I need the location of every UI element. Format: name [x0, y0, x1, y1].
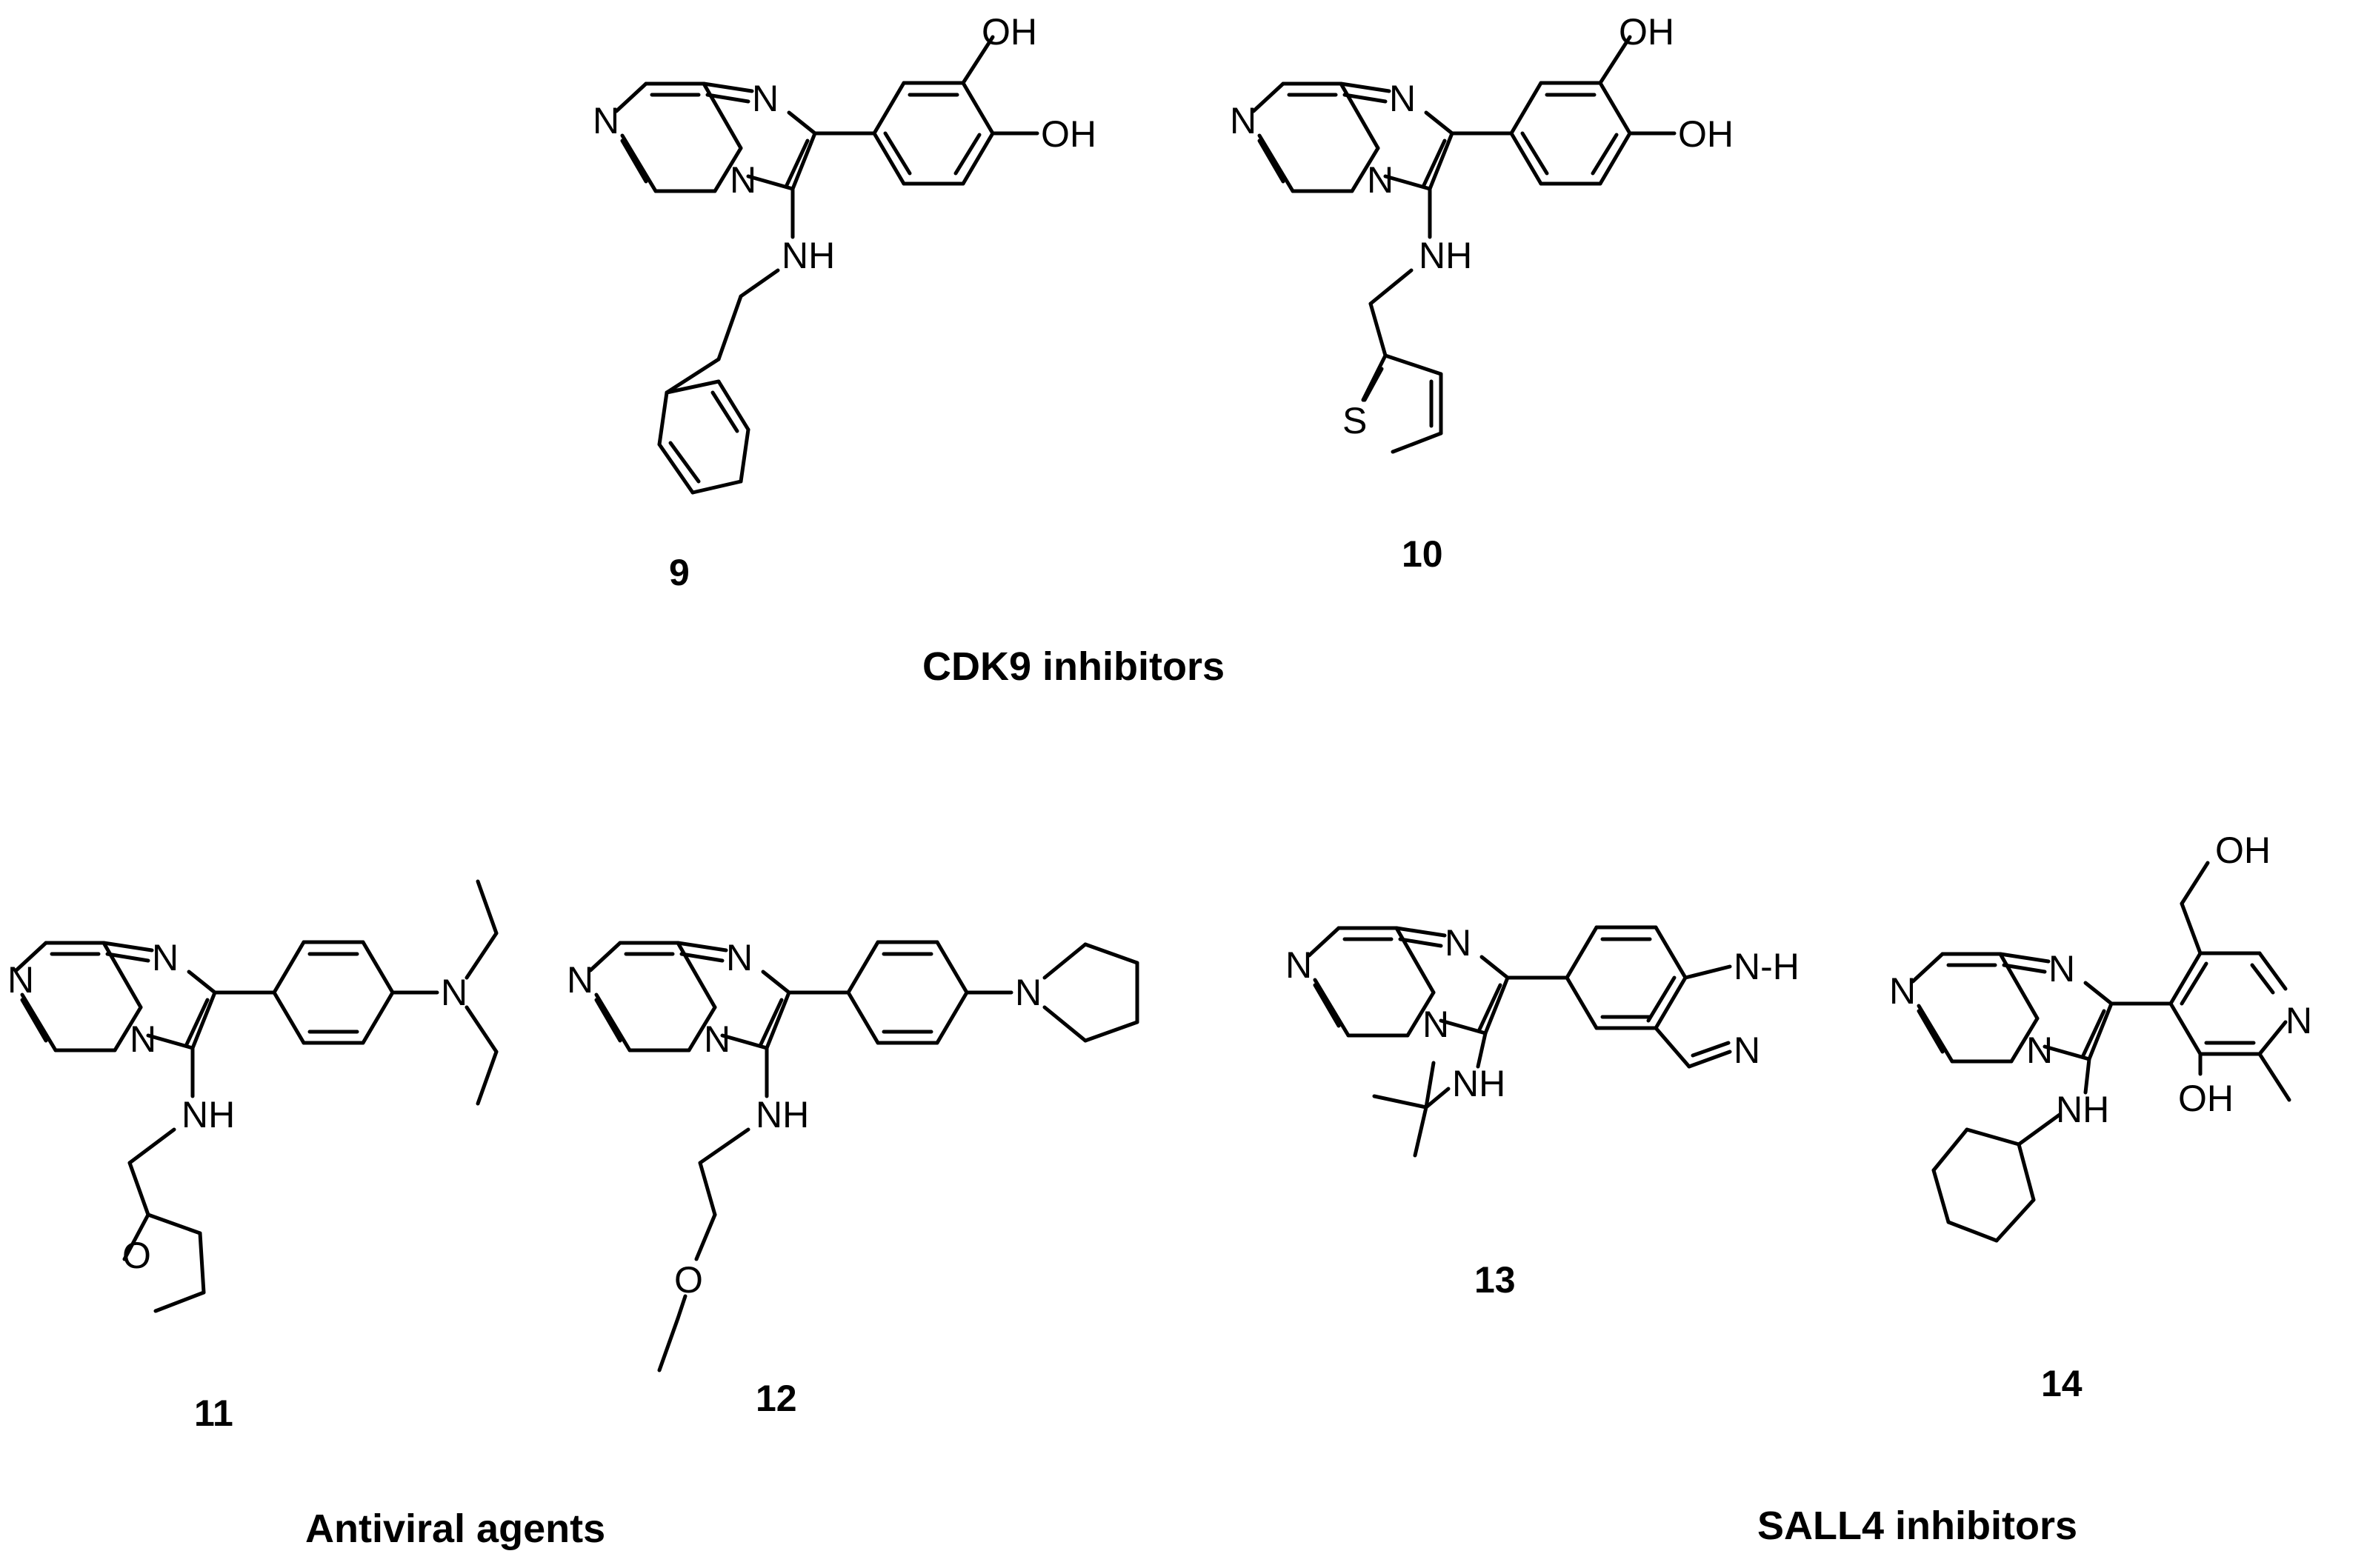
atom-n: N	[1445, 922, 1471, 964]
atom-n: N	[2048, 948, 2075, 990]
atom-n: N	[2286, 1000, 2312, 1041]
atom-n: N	[1230, 100, 1256, 141]
caption-sall4: SALL4 inhibitors	[1757, 1504, 2077, 1548]
atom-n: N	[1367, 159, 1394, 201]
compound-number-11: 11	[194, 1392, 233, 1434]
atom-n: N	[1389, 78, 1416, 119]
atom-oh: OH	[982, 11, 1037, 53]
compound-number-12: 12	[756, 1378, 797, 1419]
atom-nh: NH	[2056, 1089, 2109, 1130]
atom-n: N	[752, 78, 779, 119]
atom-n: N	[1015, 972, 1042, 1013]
compound-13-structure	[1307, 925, 1732, 1158]
atom-oh: OH	[1678, 113, 1734, 155]
atom-o: O	[122, 1235, 151, 1276]
atom-n: N	[441, 972, 467, 1013]
atom-oh: OH	[1041, 113, 1096, 155]
atom-n: N	[1734, 1030, 1760, 1071]
atom-n: N	[152, 937, 179, 978]
atom-oh: OH	[1619, 11, 1674, 53]
compound-12-structure	[588, 940, 1139, 1372]
atom-oh: OH	[2178, 1078, 2234, 1119]
compound-14-structure	[1911, 861, 2291, 1243]
compound-number-9: 9	[669, 552, 690, 593]
atom-n: N	[2026, 1030, 2053, 1071]
atom-n: N	[1889, 970, 1916, 1012]
compound-number-14: 14	[2041, 1363, 2083, 1404]
atom-labels: N N N OH OH NH N N N OH OH NH S N N N N …	[7, 11, 2312, 1301]
atom-nh: NH	[1452, 1063, 1505, 1104]
compound-number-13: 13	[1474, 1259, 1516, 1301]
atom-n: N	[567, 959, 593, 1001]
atom-n: N	[593, 100, 619, 141]
atom-n: N	[704, 1018, 730, 1060]
atom-nh: NH	[756, 1094, 809, 1135]
atom-nh: NH	[1419, 235, 1472, 276]
compound-10-structure	[1251, 35, 1677, 454]
atom-n: N	[130, 1018, 156, 1060]
atom-oh: OH	[2215, 830, 2271, 871]
atom-o: O	[674, 1259, 703, 1301]
atom-n: N	[1422, 1004, 1449, 1045]
atom-n: N	[1285, 944, 1312, 986]
atom-nh: NH	[782, 235, 835, 276]
compound-number-10: 10	[1402, 533, 1443, 575]
atom-n-h: N-H	[1734, 946, 1800, 987]
atom-n: N	[730, 159, 756, 201]
compound-11-structure	[14, 879, 499, 1313]
atom-n: N	[7, 959, 34, 1001]
atom-n: N	[726, 937, 753, 978]
caption-cdk9: CDK9 inhibitors	[922, 644, 1225, 689]
atom-s: S	[1342, 400, 1367, 441]
caption-antiviral: Antiviral agents	[305, 1507, 605, 1551]
compound-9-structure	[614, 35, 1039, 495]
atom-nh: NH	[182, 1094, 235, 1135]
